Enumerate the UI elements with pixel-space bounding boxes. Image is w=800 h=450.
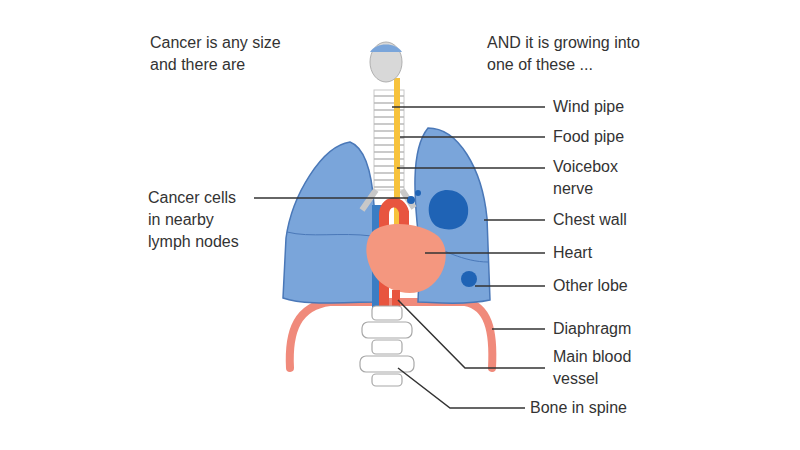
label-text: Wind pipe — [553, 96, 753, 118]
label-text: Diaphragm — [553, 318, 753, 340]
head-hair — [370, 45, 402, 53]
label-text: Main blood vessel — [553, 346, 653, 390]
label-text: Food pipe — [553, 126, 753, 148]
lymph-node — [415, 190, 421, 196]
label-text: Bone in spine — [530, 397, 730, 419]
head — [370, 42, 402, 82]
label-text: Other lobe — [553, 275, 753, 297]
tumour — [429, 190, 469, 229]
label-text: Cancer cells in nearby lymph nodes — [148, 187, 248, 253]
heart — [366, 224, 445, 293]
leader-lines — [254, 107, 545, 408]
left-lung — [283, 142, 376, 303]
lymph-node — [407, 196, 415, 204]
tumour-other-lobe — [461, 271, 477, 287]
label-text: Chest wall — [553, 209, 753, 231]
label-text: AND it is growing into one of these ... — [487, 32, 642, 76]
label-text: Heart — [553, 242, 753, 264]
lung-fissure — [287, 232, 372, 236]
label-text: Cancer is any size and there are — [150, 32, 305, 76]
label-text: Voicebox nerve — [553, 156, 643, 200]
